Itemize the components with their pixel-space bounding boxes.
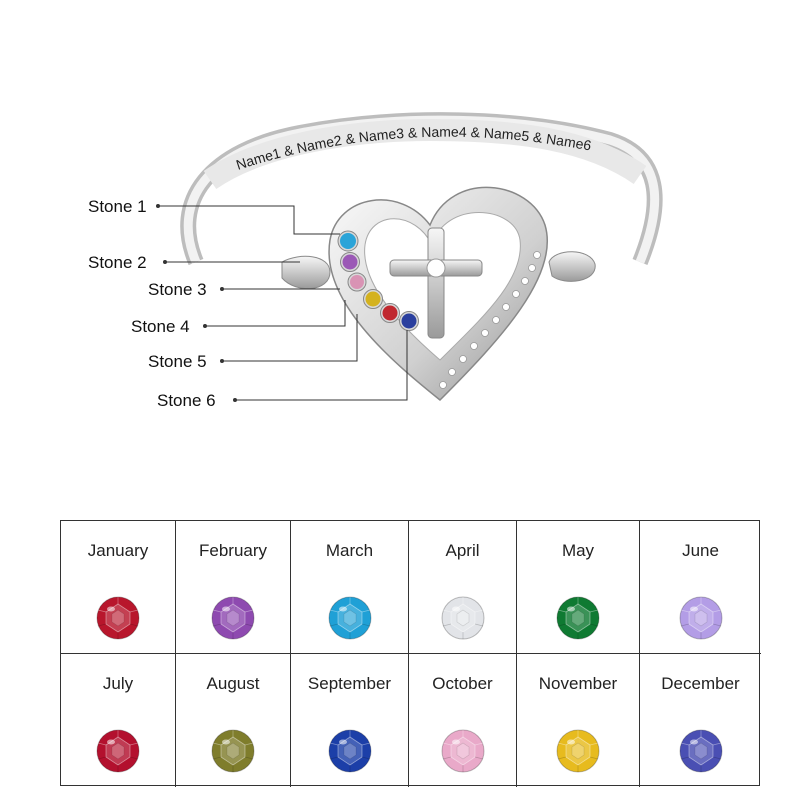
gem-icon [211, 596, 255, 640]
bangle-clasps [281, 251, 596, 290]
month-label: November [538, 674, 618, 693]
stone-gem-2 [342, 254, 358, 270]
gem-icon [211, 729, 255, 773]
birthstone-cell-may: May [517, 521, 640, 654]
stone-gem-6 [401, 313, 417, 329]
birthstone-cell-april: April [409, 521, 517, 654]
bangle-bracelet-image: Name1 & Name2 & Name3 & Name4 & Name5 & … [156, 112, 663, 402]
month-label: July [102, 674, 134, 693]
gem-icon [679, 729, 722, 773]
month-label: January [87, 541, 149, 560]
stone-label-1: Stone 1 [88, 197, 147, 216]
birthstone-cell-august: August [176, 654, 291, 787]
stone-gem-5 [382, 305, 398, 321]
birthstone-cell-january: January [61, 521, 176, 654]
gem-icon [328, 729, 371, 773]
gem-icon [556, 596, 600, 640]
gem-icon [441, 596, 484, 640]
gem-icon [328, 596, 371, 640]
heart-stones [337, 230, 419, 331]
month-label: March [325, 541, 374, 560]
stone-leader-lines [158, 205, 408, 401]
gem-icon [679, 596, 722, 640]
stone-gem-4 [365, 291, 381, 307]
stone-gem-3 [350, 275, 364, 289]
month-label: June [682, 541, 719, 560]
month-label: February [198, 541, 268, 560]
month-label: October [432, 674, 493, 693]
stone-label-5: Stone 5 [148, 352, 207, 371]
stone-label-2: Stone 2 [88, 253, 147, 272]
gem-icon [441, 729, 484, 773]
birthstone-cell-october: October [409, 654, 517, 787]
stone-label-6: Stone 6 [157, 391, 216, 410]
month-label: April [445, 541, 480, 560]
birthstone-cell-june: June [640, 521, 761, 654]
birthstone-cell-july: July [61, 654, 176, 787]
birthstone-cell-february: February [176, 521, 291, 654]
birthstone-cell-november: November [517, 654, 640, 787]
month-label: August [206, 674, 260, 693]
gem-icon [96, 729, 140, 773]
birthstone-cell-december: December [640, 654, 761, 787]
month-label: December [661, 674, 740, 693]
stone-label-4: Stone 4 [131, 317, 190, 336]
month-label: September [307, 674, 392, 693]
stone-label-3: Stone 3 [148, 280, 207, 299]
birthstone-cell-march: March [291, 521, 409, 654]
stone-gem-1 [340, 233, 356, 249]
month-label: May [561, 541, 595, 560]
gem-icon [96, 596, 140, 640]
bangle-band [180, 112, 663, 266]
birthstone-cell-september: September [291, 654, 409, 787]
cross-pendant [389, 227, 483, 339]
gem-icon [556, 729, 600, 773]
